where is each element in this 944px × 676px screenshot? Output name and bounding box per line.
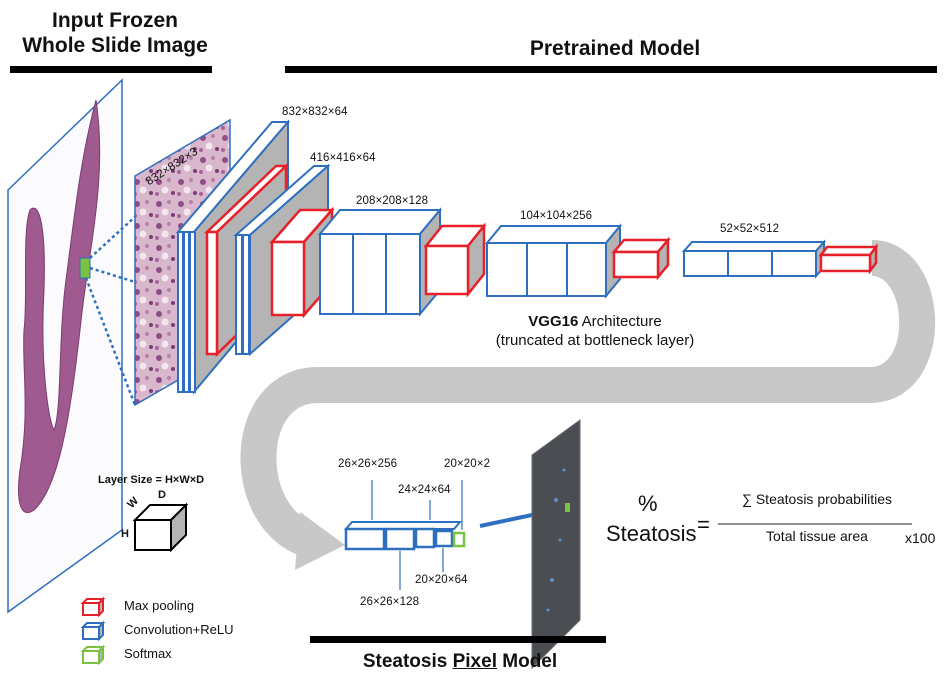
vgg16-caption: VGG16 Architecture (truncated at bottlen… — [470, 312, 720, 350]
pixel-title-underlined: Pixel — [452, 651, 497, 672]
softmax-block — [452, 531, 466, 548]
formula-equals: = — [697, 512, 710, 537]
dim-416-64: 416×416×64 — [310, 152, 376, 164]
flow-arrow-head — [295, 512, 345, 570]
formula-percent: % — [638, 491, 658, 516]
formula-multiplier: x100 — [905, 530, 936, 546]
formula-numerator: ∑ Steatosis probabilities — [741, 491, 893, 507]
dim-20-64: 20×20×64 — [415, 574, 468, 586]
input-section-underline — [10, 66, 212, 73]
block-208-128 — [317, 207, 487, 317]
whole-slide-image — [7, 78, 123, 614]
legend-label-convolution: Convolution+ReLU — [124, 622, 234, 637]
dim-832-64: 832×832×64 — [282, 106, 348, 118]
pretrained-title: Pretrained Model — [529, 37, 701, 60]
dim-104-256: 104×104×256 — [520, 210, 593, 222]
vgg16-bold: VGG16 — [528, 313, 579, 330]
vgg16-note: (truncated at bottleneck layer) — [495, 332, 695, 349]
pixel-title-prefix: Steatosis — [362, 651, 453, 672]
dim-20-2: 20×20×2 — [444, 458, 491, 470]
vgg16-architecture: Architecture — [578, 313, 662, 330]
legend-icon-softmax — [80, 644, 106, 666]
output-patch — [565, 503, 570, 512]
tissue-section — [18, 99, 101, 513]
legend-icon-convolution — [80, 620, 106, 642]
dim-208-128: 208×208×128 — [356, 195, 429, 207]
input-section-title: Input Frozen Whole Slide Image — [5, 8, 225, 58]
flow-arrow — [240, 240, 936, 558]
pretrained-section-underline — [285, 66, 937, 73]
dim-26-128: 26×26×128 — [360, 596, 420, 608]
legend-icon-max-pooling — [80, 596, 106, 618]
axis-h-label: H — [121, 528, 129, 540]
input-title-line1: Input Frozen — [52, 9, 178, 32]
formula-steatosis: Steatosis — [606, 521, 697, 546]
pixel-model-title: Steatosis Pixel Model — [300, 649, 620, 674]
block-104-256 — [484, 223, 671, 299]
block-52-512 — [681, 239, 879, 279]
input-title-line2: Whole Slide Image — [22, 34, 208, 57]
legend-label-softmax: Softmax — [124, 646, 172, 661]
layer-size-label: Layer Size = H×W×D — [98, 474, 205, 486]
pixel-model-bar — [310, 636, 606, 643]
block-416-64 — [233, 163, 335, 357]
legend-cube — [132, 502, 189, 553]
selected-patch — [79, 257, 91, 279]
dim-26-256: 26×26×256 — [338, 458, 398, 470]
dim-52-512: 52×52×512 — [720, 223, 780, 235]
formula-denominator: Total tissue area — [766, 528, 868, 544]
axis-d-label: D — [158, 489, 166, 501]
pixel-title-suffix: Model — [496, 651, 558, 672]
dim-24-64: 24×24×64 — [398, 484, 451, 496]
output-probability-map — [531, 419, 581, 670]
legend-label-max-pooling: Max pooling — [124, 598, 195, 613]
